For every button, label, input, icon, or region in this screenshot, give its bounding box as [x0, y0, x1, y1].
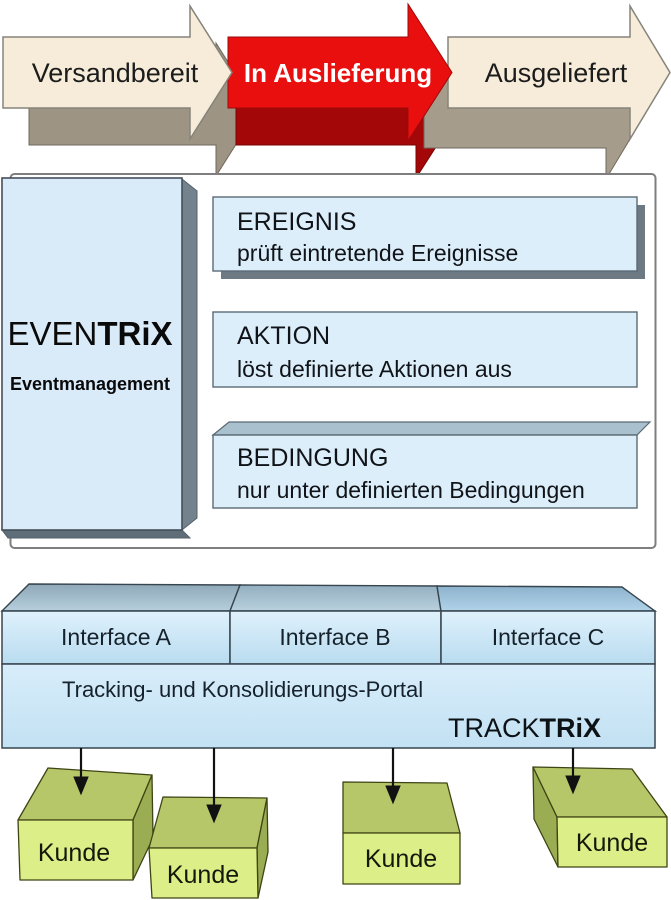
- kunde-label-2: Kunde: [167, 861, 239, 889]
- tracktrix-brand: TRACKTRiX: [448, 713, 601, 743]
- arrow-inauslieferung-label: In Auslieferung: [244, 58, 432, 88]
- platform-top-face-b: [228, 584, 442, 612]
- eventrix-brand: EVENTRiX: [7, 315, 172, 352]
- kunde-box-2-front: [148, 847, 259, 899]
- kunde-box-3-front: [342, 832, 461, 885]
- eventrix-section: EVENTRiX Eventmanagement EREIGNIS prüft …: [1, 173, 657, 549]
- module-aktion-title: AKTION: [237, 322, 330, 350]
- kunde-box-1-top: [17, 767, 153, 821]
- interface-b-cell: [229, 610, 442, 665]
- customer-labels: Kunde Kunde Kunde Kunde: [38, 829, 648, 889]
- module-bedingung-box: [212, 434, 638, 509]
- customer-boxes: [17, 766, 668, 899]
- module-ereignis-box: [212, 196, 638, 272]
- eventrix-subtitle: Eventmanagement: [10, 374, 170, 394]
- module-ereignis-title: EREIGNIS: [237, 208, 356, 236]
- kunde-box-2: [148, 796, 269, 899]
- module-bedingung-description: nur unter definierten Bedingungen: [237, 477, 585, 503]
- kunde-box-4: [532, 766, 668, 868]
- arrow-inauslieferung: [227, 2, 453, 143]
- module-bedingung-title: BEDINGUNG: [237, 444, 388, 472]
- eventrix-panel-side: [181, 177, 198, 532]
- kunde-label-3: Kunde: [365, 845, 437, 873]
- portal-band: [1, 663, 656, 749]
- tracktrix-brand-bold: TRiX: [539, 713, 601, 743]
- arrow-ausgeliefert: [447, 3, 671, 142]
- kunde-box-3: [342, 781, 461, 885]
- portal-label: Tracking- und Konsolidierungs-Portal: [62, 677, 423, 702]
- module-ereignis-description: prüft eintretende Ereignisse: [237, 240, 518, 266]
- module-aktion-description: löst definierte Aktionen aus: [237, 356, 512, 382]
- platform-top-face-a: [0, 583, 242, 612]
- tracktrix-platform: Interface A Interface B Interface C Trac…: [0, 583, 658, 749]
- process-flow-arrows: Versandbereit In Auslieferung Ausgeliefe…: [2, 2, 671, 181]
- kunde-label-1: Kunde: [38, 839, 110, 867]
- kunde-box-4-top: [532, 766, 668, 818]
- connector-arrows: [73, 748, 581, 824]
- arrow-versandbereit: [2, 3, 233, 142]
- interface-b-label: Interface B: [279, 624, 390, 650]
- interface-a-label: Interface A: [61, 624, 172, 650]
- eventrix-brand-bold: TRiX: [97, 315, 172, 352]
- eventrix-brand-regular: EVEN: [7, 315, 97, 352]
- connector-arrowhead-2: [206, 804, 222, 824]
- connector-arrowhead-4: [565, 775, 581, 795]
- kunde-box-4-front: [556, 816, 668, 868]
- eventrix-panel: [1, 177, 183, 531]
- kunde-label-4: Kunde: [576, 829, 648, 857]
- kunde-box-1-front: [17, 819, 134, 881]
- interface-a-cell: [1, 610, 231, 665]
- arrow-ausgeliefert-label: Ausgeliefert: [485, 58, 628, 88]
- module-bedingung-top-face: [211, 421, 652, 436]
- platform-top-face-c: [436, 585, 658, 612]
- eventrix-panel-bottom: [1, 529, 192, 539]
- kunde-box-3-top: [342, 781, 461, 834]
- connector-arrowhead-1: [73, 776, 89, 796]
- module-aktion-box: [212, 311, 638, 388]
- arrow-versandbereit-label: Versandbereit: [32, 58, 199, 88]
- kunde-box-1: [17, 767, 154, 881]
- interface-c-cell: [440, 610, 656, 665]
- tracktrix-brand-regular: TRACK: [448, 713, 540, 743]
- interface-c-label: Interface C: [492, 624, 605, 650]
- connector-arrowhead-3: [385, 785, 401, 805]
